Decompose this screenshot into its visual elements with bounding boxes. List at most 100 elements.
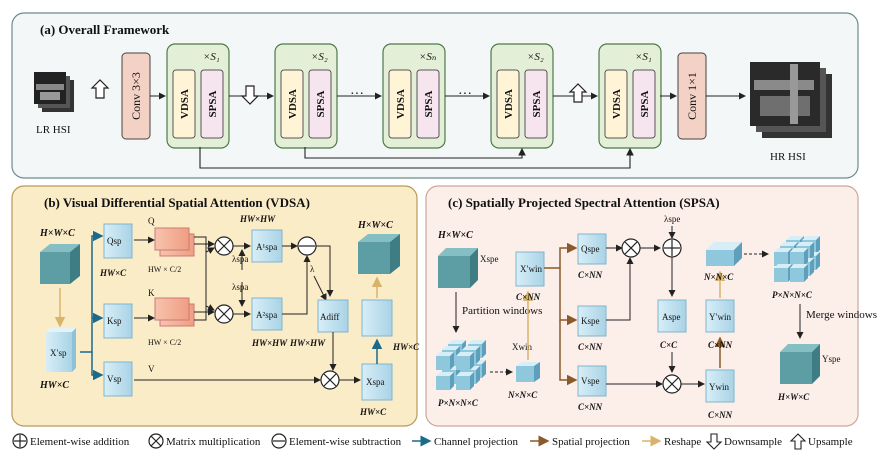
- spsa-qkv-dim: C×NN: [578, 270, 603, 280]
- aspe-label: Aspe: [662, 312, 681, 322]
- k-split-tensors: [154, 297, 195, 327]
- stage-block-2: ×S₂ VDSA SPSA: [274, 43, 338, 149]
- xsp-dim: HW×C: [39, 380, 69, 391]
- panel-c-title: (c) Spatially Projected Spectral Attenti…: [448, 195, 720, 210]
- vdsa-k_label: Ksp: [107, 316, 122, 326]
- q-sym: Q: [148, 216, 155, 226]
- legend-downsample-icon: [705, 433, 723, 450]
- xwin-label: Xwin: [512, 342, 532, 352]
- legend-down: Downsample: [724, 436, 782, 448]
- spsa-module-label: SPSA: [423, 90, 435, 117]
- legend: Element-wise addition Matrix multiplicat…: [12, 433, 853, 450]
- partition-dim: P×N×N×C: [438, 398, 479, 408]
- vdsa-q-block: Qsp: [103, 223, 133, 259]
- conv-3x3-label: Conv 3×3: [129, 72, 143, 120]
- spsa-mul-1: [621, 238, 641, 258]
- merge-dim: P×N×N×C: [772, 290, 813, 300]
- legend-add-icon: [12, 433, 28, 449]
- legend-mul: Matrix multiplication: [166, 436, 261, 448]
- legend-add: Element-wise addition: [30, 436, 130, 448]
- vdsa-mul-1: [214, 236, 234, 256]
- legend-sub-icon: [271, 433, 287, 449]
- vdsa-output-dim: H×W×C: [357, 220, 393, 231]
- vdsa-k-block: Ksp: [103, 303, 133, 339]
- vdsa-input-dim: H×W×C: [39, 228, 75, 239]
- adiff-dim: HW×HW: [289, 338, 326, 348]
- ywin-prime-label: Y′win: [709, 312, 731, 322]
- q-dim: HW×C: [99, 268, 127, 278]
- v-sym: V: [148, 364, 155, 374]
- q-split-tensors: [154, 227, 195, 257]
- legend-mul-icon: [148, 433, 164, 449]
- split-bottom-dim: HW × C/2: [148, 338, 181, 347]
- xwin-prime-label: X′win: [520, 264, 542, 274]
- aspe-dim: C×C: [660, 340, 678, 350]
- ellipsis-1: ···: [350, 87, 364, 102]
- stage-repeat-label: ×Sₙ: [419, 51, 436, 63]
- spsa-module-label: SPSA: [531, 90, 543, 117]
- vdsa-output-cube: [358, 234, 400, 274]
- a1-label: A¹spa: [256, 242, 277, 252]
- vdsa-q_label: Qsp: [107, 236, 122, 246]
- legend-sub: Element-wise subtraction: [289, 436, 402, 448]
- lambda-spe-label: λspe: [664, 214, 680, 224]
- xsp-prime-block: [46, 328, 76, 372]
- downsample-icon: [240, 85, 260, 105]
- vdsa-module-label: VDSA: [395, 89, 407, 119]
- xsp-prime-label: X′sp: [50, 348, 67, 358]
- partition-windows-label: Partition windows: [462, 305, 542, 317]
- legend-upsample-icon: [789, 433, 807, 450]
- vdsa-module-label: VDSA: [503, 89, 515, 119]
- xwin-prime-dim: C×NN: [516, 292, 541, 302]
- spsa-module-label: SPSA: [315, 90, 327, 117]
- split-top-dim: HW × C/2: [148, 265, 181, 274]
- spsa-input-dim: H×W×C: [437, 230, 473, 241]
- a2-dim: HW×HW: [251, 338, 288, 348]
- spsa-add: [662, 238, 682, 258]
- spsa-input-cube: [438, 248, 478, 288]
- upsample-icon-2: [568, 83, 588, 103]
- xwin-prime-block: [515, 251, 545, 287]
- stage-repeat-label: ×S₁: [635, 51, 652, 63]
- lambda-sym: λ: [310, 264, 315, 274]
- xwin-cube: [516, 362, 540, 382]
- vdsa-module-label: VDSA: [179, 89, 191, 119]
- reshape-window-cube: [706, 242, 742, 266]
- conv-1x1-label: Conv 1×1: [685, 72, 699, 120]
- xspa-label: Xspa: [366, 377, 385, 387]
- adiff-block: [317, 299, 349, 333]
- vdsa-subtract: [297, 236, 317, 256]
- xspa-reshape-block: [361, 299, 393, 337]
- hr-hsi-label: HR HSI: [770, 151, 806, 163]
- vdsa-module-label: VDSA: [287, 89, 299, 119]
- vdsa-input-cube: [40, 244, 80, 284]
- xspa-dim: HW×C: [359, 407, 387, 417]
- ywin-dim: C×NN: [708, 410, 733, 420]
- a1-dim: HW×HW: [239, 214, 276, 224]
- spsa-v_label: Vspe: [581, 376, 600, 386]
- vdsa-v_label: Vsp: [107, 374, 122, 384]
- spsa-q_label: Qspe: [581, 244, 600, 254]
- vdsa-v-block: Vsp: [103, 361, 133, 397]
- xspe-label: Xspe: [480, 254, 499, 264]
- lambda-spa-label: λspa: [232, 282, 248, 292]
- spsa-qkv-dim: C×NN: [578, 342, 603, 352]
- aspe-block: [657, 299, 687, 333]
- ywin-prime-dim: C×NN: [708, 340, 733, 350]
- ywin-block: [705, 369, 735, 403]
- spsa-qkv-dim: C×NN: [578, 402, 603, 412]
- upsample-icon: [90, 79, 110, 99]
- spsa-module-label: SPSA: [639, 90, 651, 117]
- hr-hsi-image: [750, 62, 832, 138]
- panel-spsa: (c) Spatially Projected Spectral Attenti…: [425, 185, 877, 427]
- reshape-dim: N×N×C: [703, 272, 734, 282]
- stage-repeat-label: ×S₂: [311, 51, 328, 63]
- yspe-label: Yspe: [822, 354, 841, 364]
- panel-a-title: (a) Overall Framework: [40, 22, 170, 37]
